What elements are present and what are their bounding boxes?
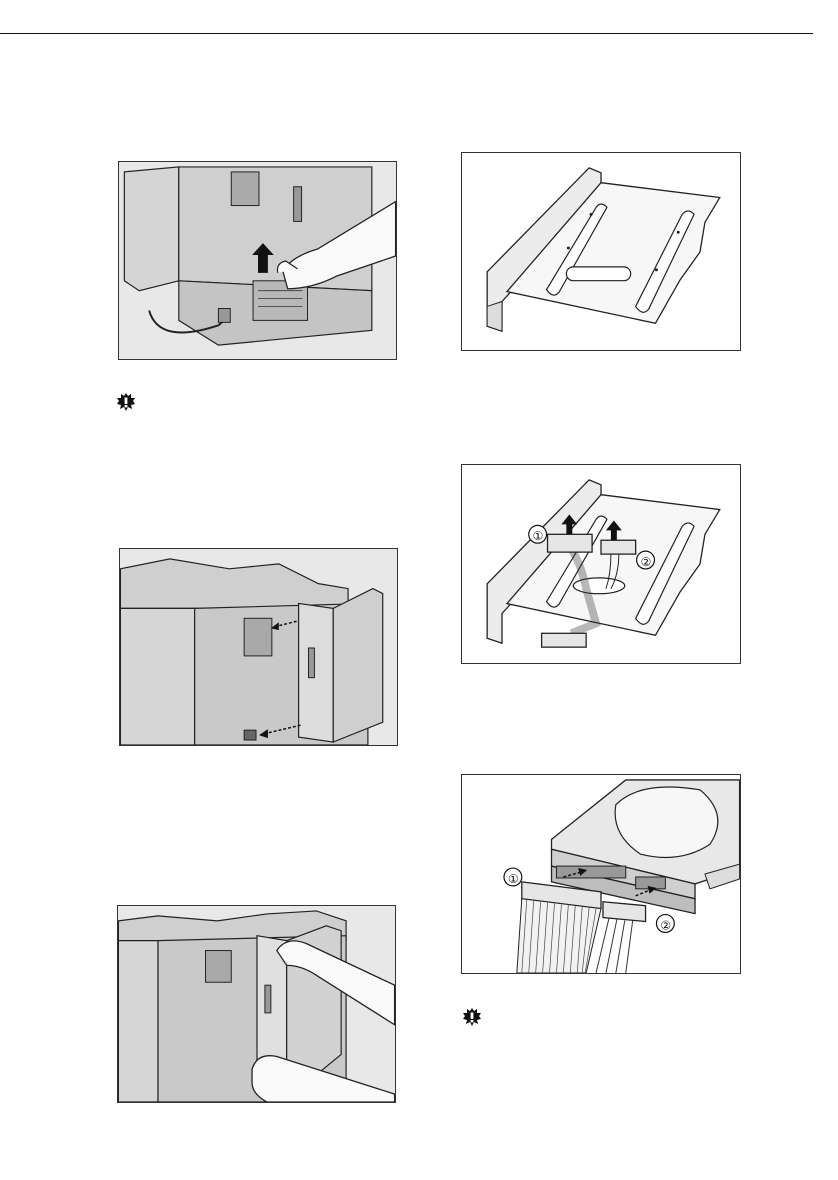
figure-remove-cover: [118, 161, 397, 360]
callout-1: ①: [508, 872, 519, 886]
illustration-tray: [462, 153, 740, 350]
callout-1: ①: [533, 529, 544, 543]
illustration-printer-rear-hand-lift: [119, 162, 396, 359]
figure-tray-cables: ① ②: [461, 464, 741, 664]
illustration-hard-disk: ① ②: [462, 775, 740, 973]
header-rule: [0, 33, 813, 34]
illustration-hands-panel: [118, 906, 395, 1102]
important-icon: [463, 1008, 481, 1026]
illustration-tray-connectors: ① ②: [462, 465, 740, 663]
figure-hdd-connectors: ① ②: [461, 774, 741, 974]
figure-cover-guides: [119, 548, 398, 746]
callout-2: ②: [660, 918, 671, 932]
callout-2: ②: [641, 555, 652, 569]
figure-hdd-tray: [461, 152, 741, 351]
important-icon: [117, 393, 135, 411]
figure-attach-panel: [117, 905, 396, 1103]
illustration-printer-cover-arrows: [120, 549, 397, 745]
